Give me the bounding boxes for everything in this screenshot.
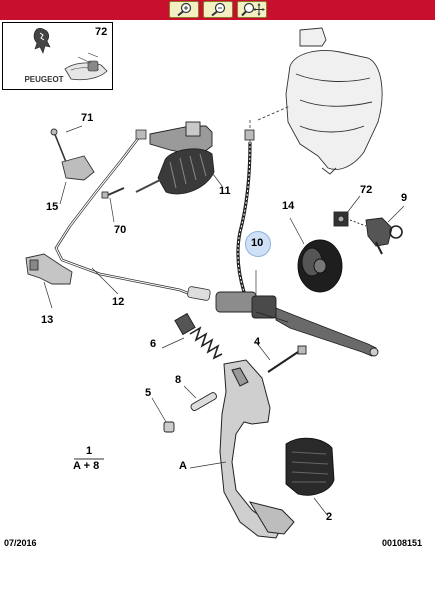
- part-label-6: 6: [150, 338, 157, 350]
- grommet-14: [297, 239, 343, 293]
- part-label-10: 10: [251, 237, 264, 249]
- part-label-a-plus-8: A + 8: [73, 460, 100, 472]
- part-label-11: 11: [219, 185, 231, 197]
- flex-hose: [236, 129, 255, 293]
- part-label-5: 5: [145, 387, 152, 399]
- part-label-8: 8: [175, 374, 182, 386]
- part-label-72-logo: 72: [95, 26, 108, 38]
- part-label-2: 2: [326, 511, 333, 523]
- part-highlight: [245, 231, 271, 257]
- bolt-70: [101, 187, 125, 199]
- logo-box: PEUGEOT 72: [2, 22, 113, 90]
- nut-5: [163, 421, 175, 433]
- slave-cylinder: [135, 121, 215, 195]
- switch-72-9: [333, 211, 403, 255]
- clip-13: [25, 253, 73, 285]
- spring-6: [174, 312, 223, 360]
- revision-date: 07/2016: [4, 538, 37, 548]
- clutch-assembly-diagram: [25, 27, 405, 539]
- part-label-71: 71: [81, 112, 94, 124]
- part-label-12: 12: [112, 296, 125, 308]
- part-label-a: A: [179, 460, 187, 472]
- brand-name: PEUGEOT: [24, 75, 64, 84]
- part-label-14: 14: [282, 200, 295, 212]
- part-label-13: 13: [41, 314, 54, 326]
- clutch-pedal-arm: [219, 359, 295, 539]
- pedal-pad-2: [285, 437, 335, 496]
- zoom-in-icon: [177, 2, 192, 17]
- zoom-in-button[interactable]: [169, 1, 199, 18]
- fluid-reservoir: [285, 27, 383, 175]
- zoom-pan-button[interactable]: [237, 1, 267, 18]
- part-label-4: 4: [254, 336, 261, 348]
- part-label-9: 9: [401, 192, 408, 204]
- pin-8: [190, 392, 217, 411]
- zoom-out-icon: [211, 2, 226, 17]
- diagram-code: 00108151: [382, 538, 423, 548]
- part-label-1: 1: [86, 445, 93, 457]
- zoom-pan-icon: [241, 2, 265, 17]
- master-cylinder: [215, 291, 379, 357]
- peugeot-lion-logo: [33, 28, 108, 81]
- bracket-15: [50, 128, 95, 181]
- bolt-4: [267, 345, 307, 373]
- part-label-70: 70: [114, 224, 127, 236]
- toolbar: [0, 0, 435, 20]
- part-label-72: 72: [360, 184, 373, 196]
- leader-lines: [43, 125, 405, 517]
- part-label-15: 15: [46, 201, 59, 213]
- zoom-out-button[interactable]: [203, 1, 233, 18]
